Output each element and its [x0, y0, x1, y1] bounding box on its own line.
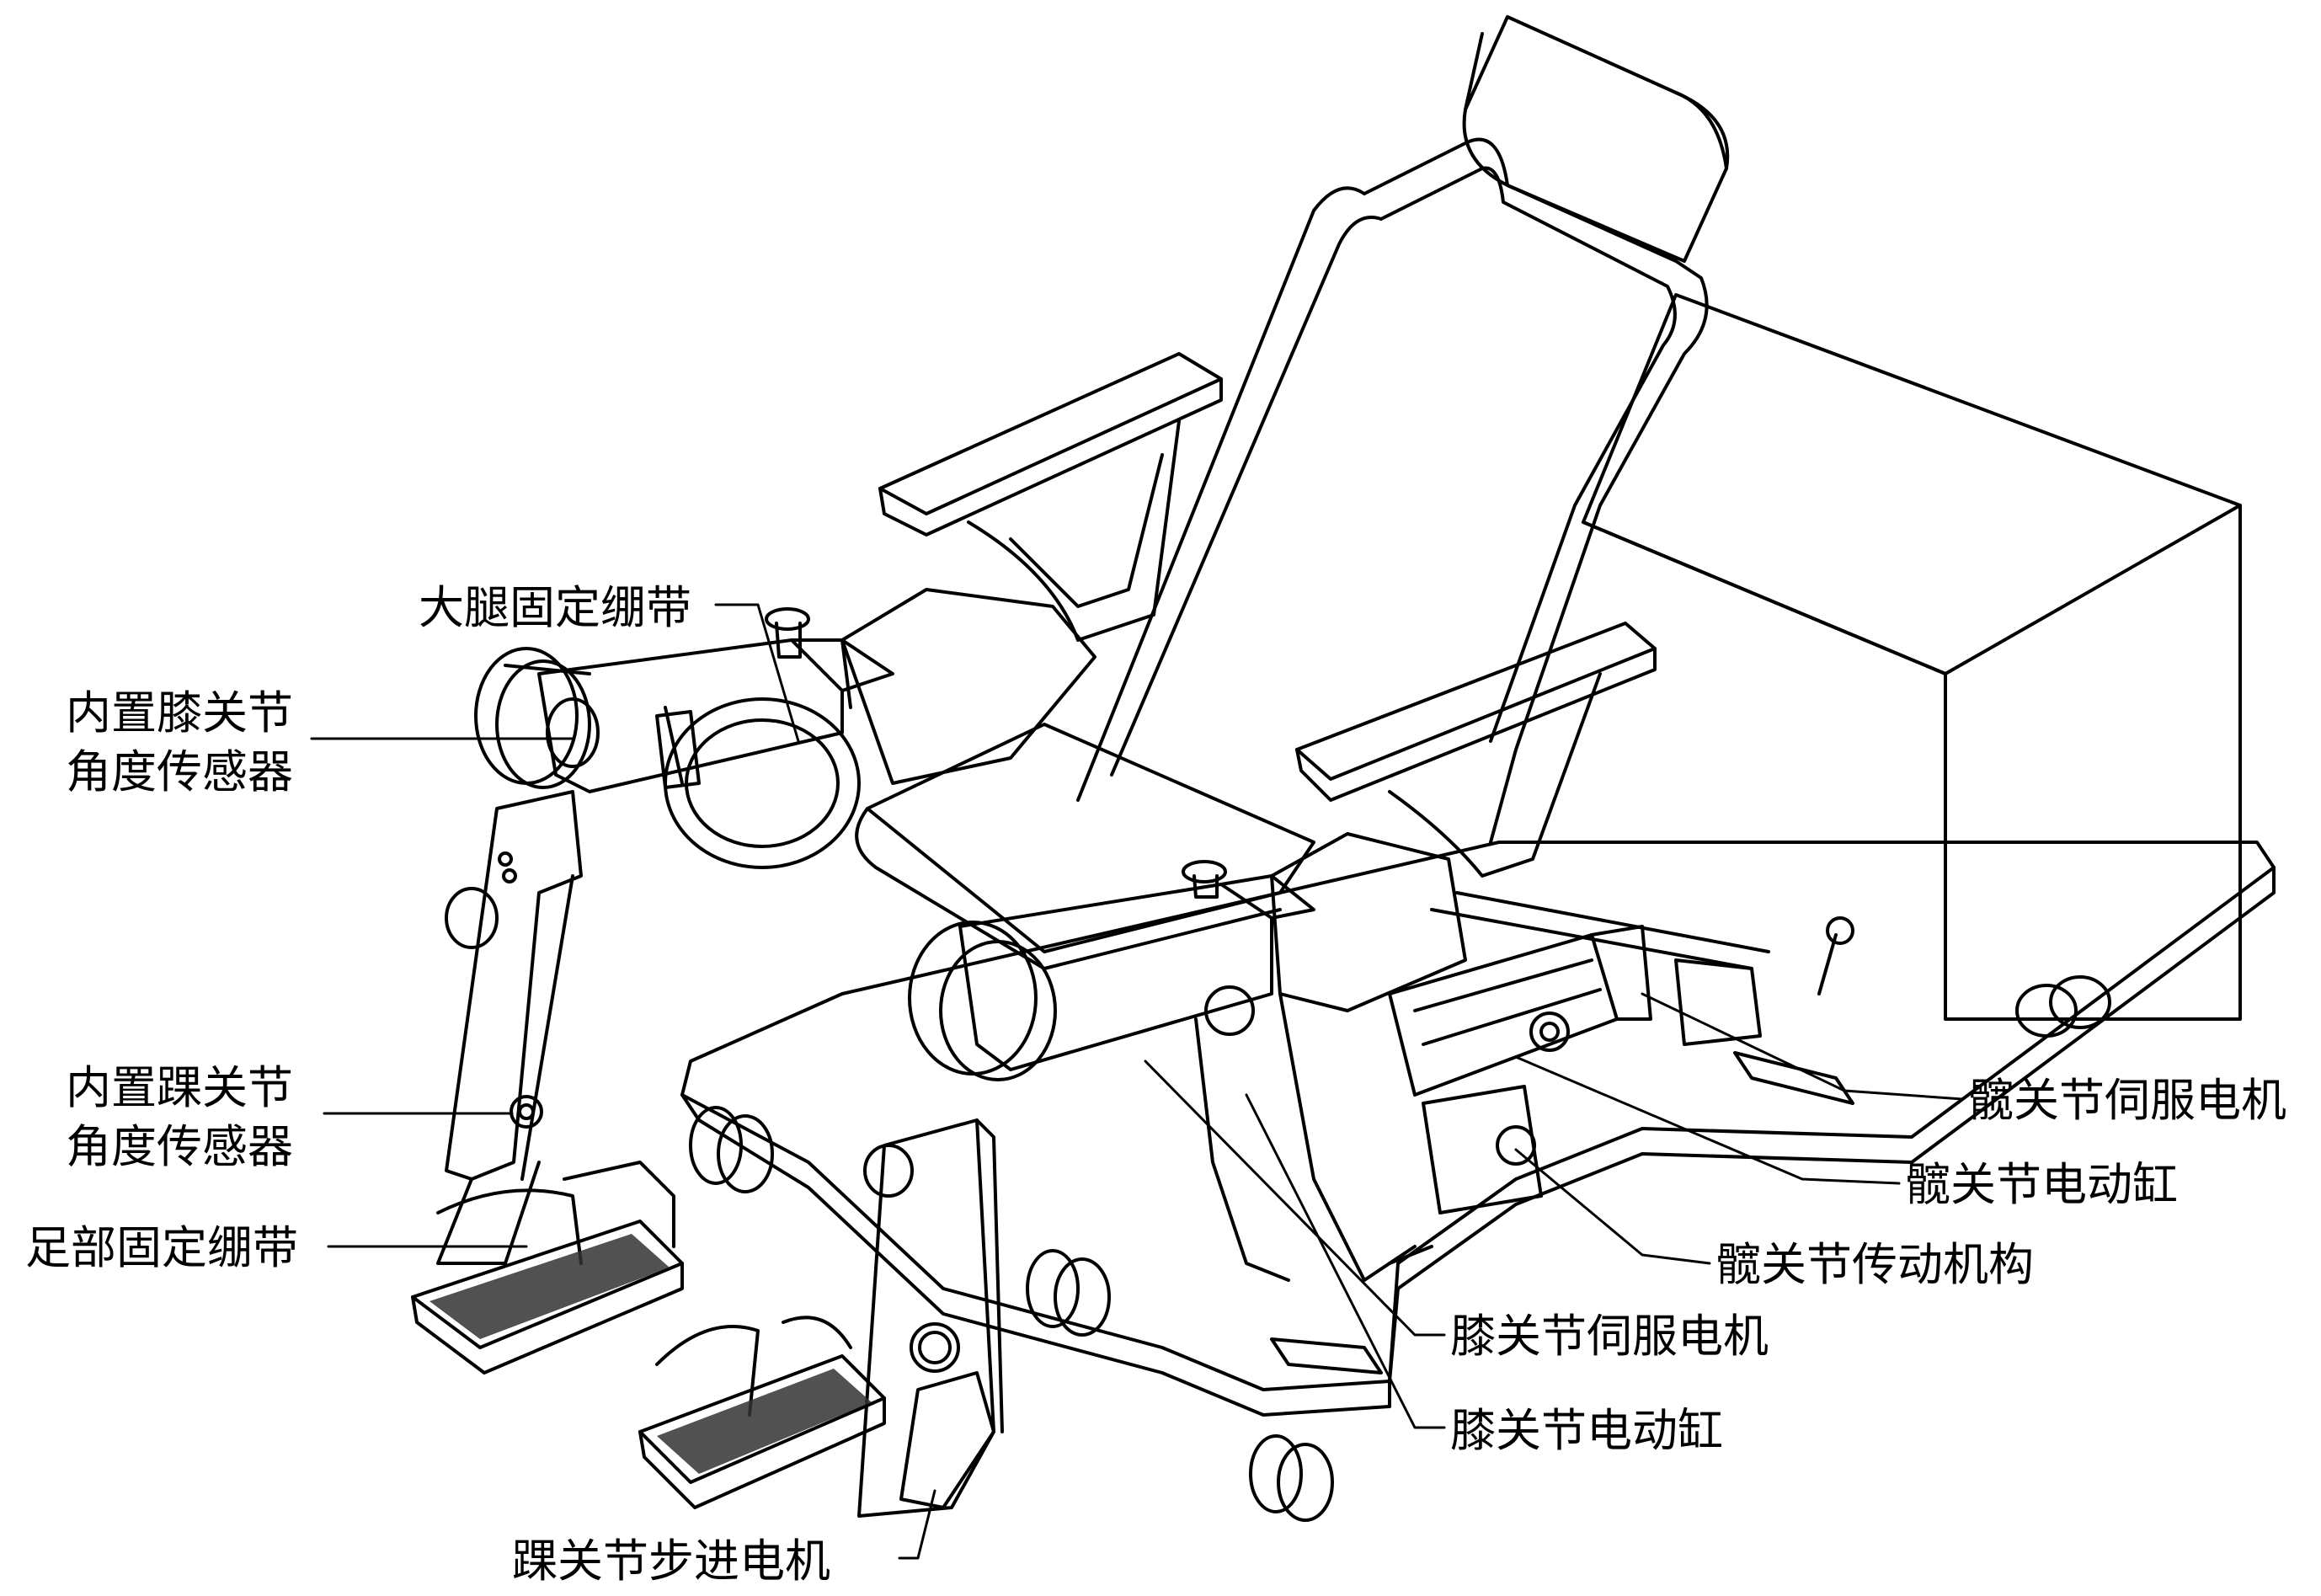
upper-leg-assembly — [436, 588, 1096, 1265]
lower-foot-mesh — [657, 1369, 872, 1474]
label-foot-strap: 足部固定绷带 — [25, 1221, 298, 1274]
label-knee-sensor-line2: 角度传感器 — [66, 745, 293, 798]
label-knee-servo: 膝关节伺服电机 — [1450, 1310, 1769, 1363]
label-ankle-stepper: 踝关节步进电机 — [512, 1535, 830, 1588]
chair-backrest — [1076, 15, 1730, 844]
base-platform — [680, 841, 2276, 1417]
label-thigh-strap: 大腿固定绷带 — [419, 581, 691, 634]
label-hip-actuator: 髋关节电动缸 — [1905, 1158, 2178, 1211]
storage-box — [1582, 293, 2242, 1021]
leader-lines — [310, 603, 1964, 1560]
upper-foot-mesh — [430, 1234, 670, 1339]
label-knee-sensor-line1: 内置膝关节 — [66, 686, 293, 739]
leader-hip-actuator — [1514, 1055, 1901, 1185]
lower-leg-assembly — [857, 832, 1467, 1518]
leader-hip-transmission — [1514, 1148, 1711, 1265]
lower-foot-plate — [638, 1316, 886, 1509]
label-hip-transmission: 髋关节传动机构 — [1715, 1238, 2034, 1291]
leader-knee-servo — [1144, 1060, 1446, 1337]
right-armrest — [1295, 622, 1657, 878]
label-ankle-sensor-line1: 内置踝关节 — [66, 1061, 293, 1114]
label-knee-actuator: 膝关节电动缸 — [1450, 1404, 1723, 1457]
label-ankle-sensor-line2: 角度传感器 — [66, 1120, 293, 1173]
caster-wheels — [689, 975, 2111, 1522]
leader-hip-servo — [1641, 992, 1964, 1101]
upper-foot-plate — [411, 1161, 684, 1374]
leader-knee-actuator — [1245, 1093, 1446, 1429]
callout-labels: 大腿固定绷带 内置膝关节 角度传感器 内置踝关节 角度传感器 足部固定绷带 踝关… — [25, 581, 2286, 1588]
seat-cushion — [855, 723, 1315, 970]
leader-ankle-stepper — [898, 1489, 936, 1560]
leader-thigh-strap — [714, 603, 800, 743]
left-armrest — [878, 352, 1223, 642]
label-hip-servo: 髋关节伺服电机 — [1968, 1074, 2286, 1127]
